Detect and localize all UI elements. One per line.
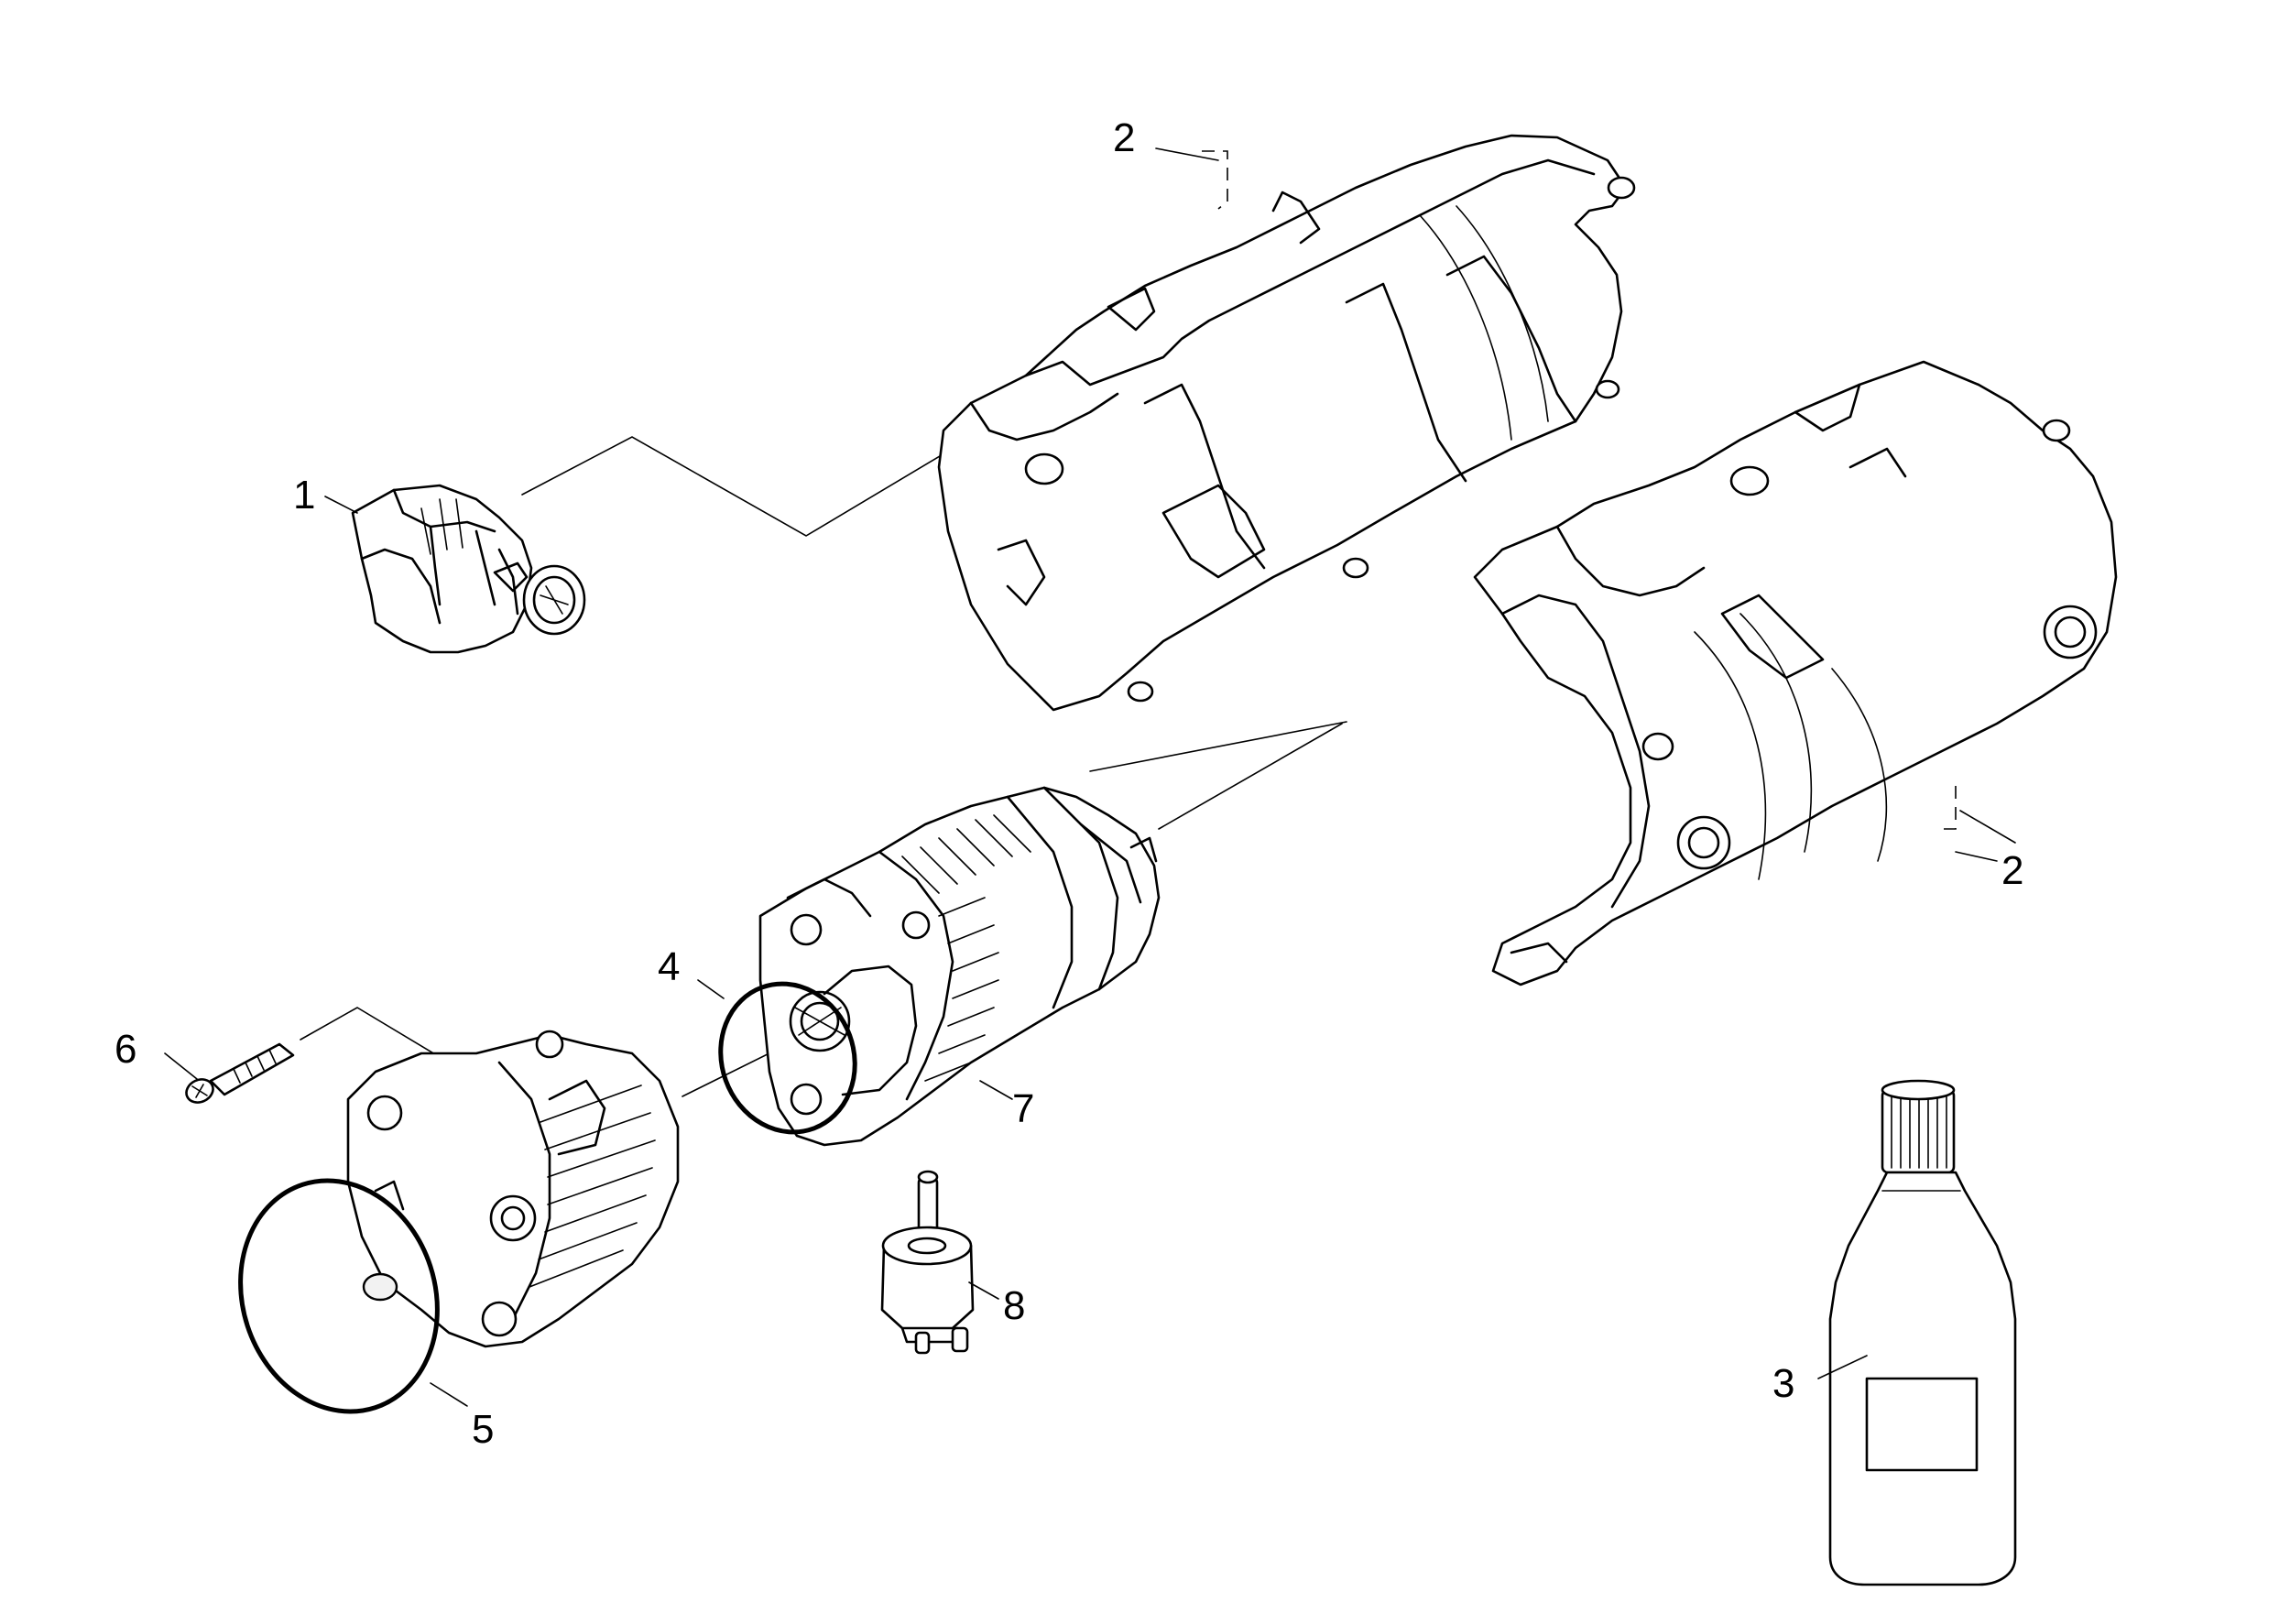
end-cap-assembly xyxy=(346,1030,680,1348)
callout-2-top: 2 xyxy=(1113,115,1135,160)
callout-labels: 1 2 2 3 4 5 6 7 8 xyxy=(114,115,2023,1452)
callout-8: 8 xyxy=(1003,1283,1025,1328)
o-ring-large xyxy=(238,1178,440,1414)
housing-half-upper xyxy=(937,134,1636,712)
o-ring-small xyxy=(718,981,857,1135)
callout-2-bottom: 2 xyxy=(2001,848,2023,893)
housing-half-lower xyxy=(1473,360,2118,986)
callout-3: 3 xyxy=(1772,1361,1794,1406)
callout-7: 7 xyxy=(1012,1086,1034,1131)
motor-assembly xyxy=(758,786,1161,1147)
callout-6: 6 xyxy=(114,1027,136,1072)
leader-switch-to-housing xyxy=(521,393,1045,537)
leader-motor-to-housing xyxy=(1158,723,1343,830)
rubber-mount xyxy=(880,1170,975,1355)
callout-5: 5 xyxy=(472,1407,494,1452)
callout-2-brackets xyxy=(1155,147,2016,862)
screw xyxy=(185,1042,295,1104)
callout-leaders xyxy=(164,496,1868,1407)
oil-bottle xyxy=(1828,1079,2017,1586)
leader-housing-to-motor xyxy=(1089,721,1347,772)
switch-assembly xyxy=(351,484,586,654)
callout-4: 4 xyxy=(658,944,680,989)
callout-1: 1 xyxy=(293,473,315,518)
leader-lines xyxy=(300,393,1347,1097)
